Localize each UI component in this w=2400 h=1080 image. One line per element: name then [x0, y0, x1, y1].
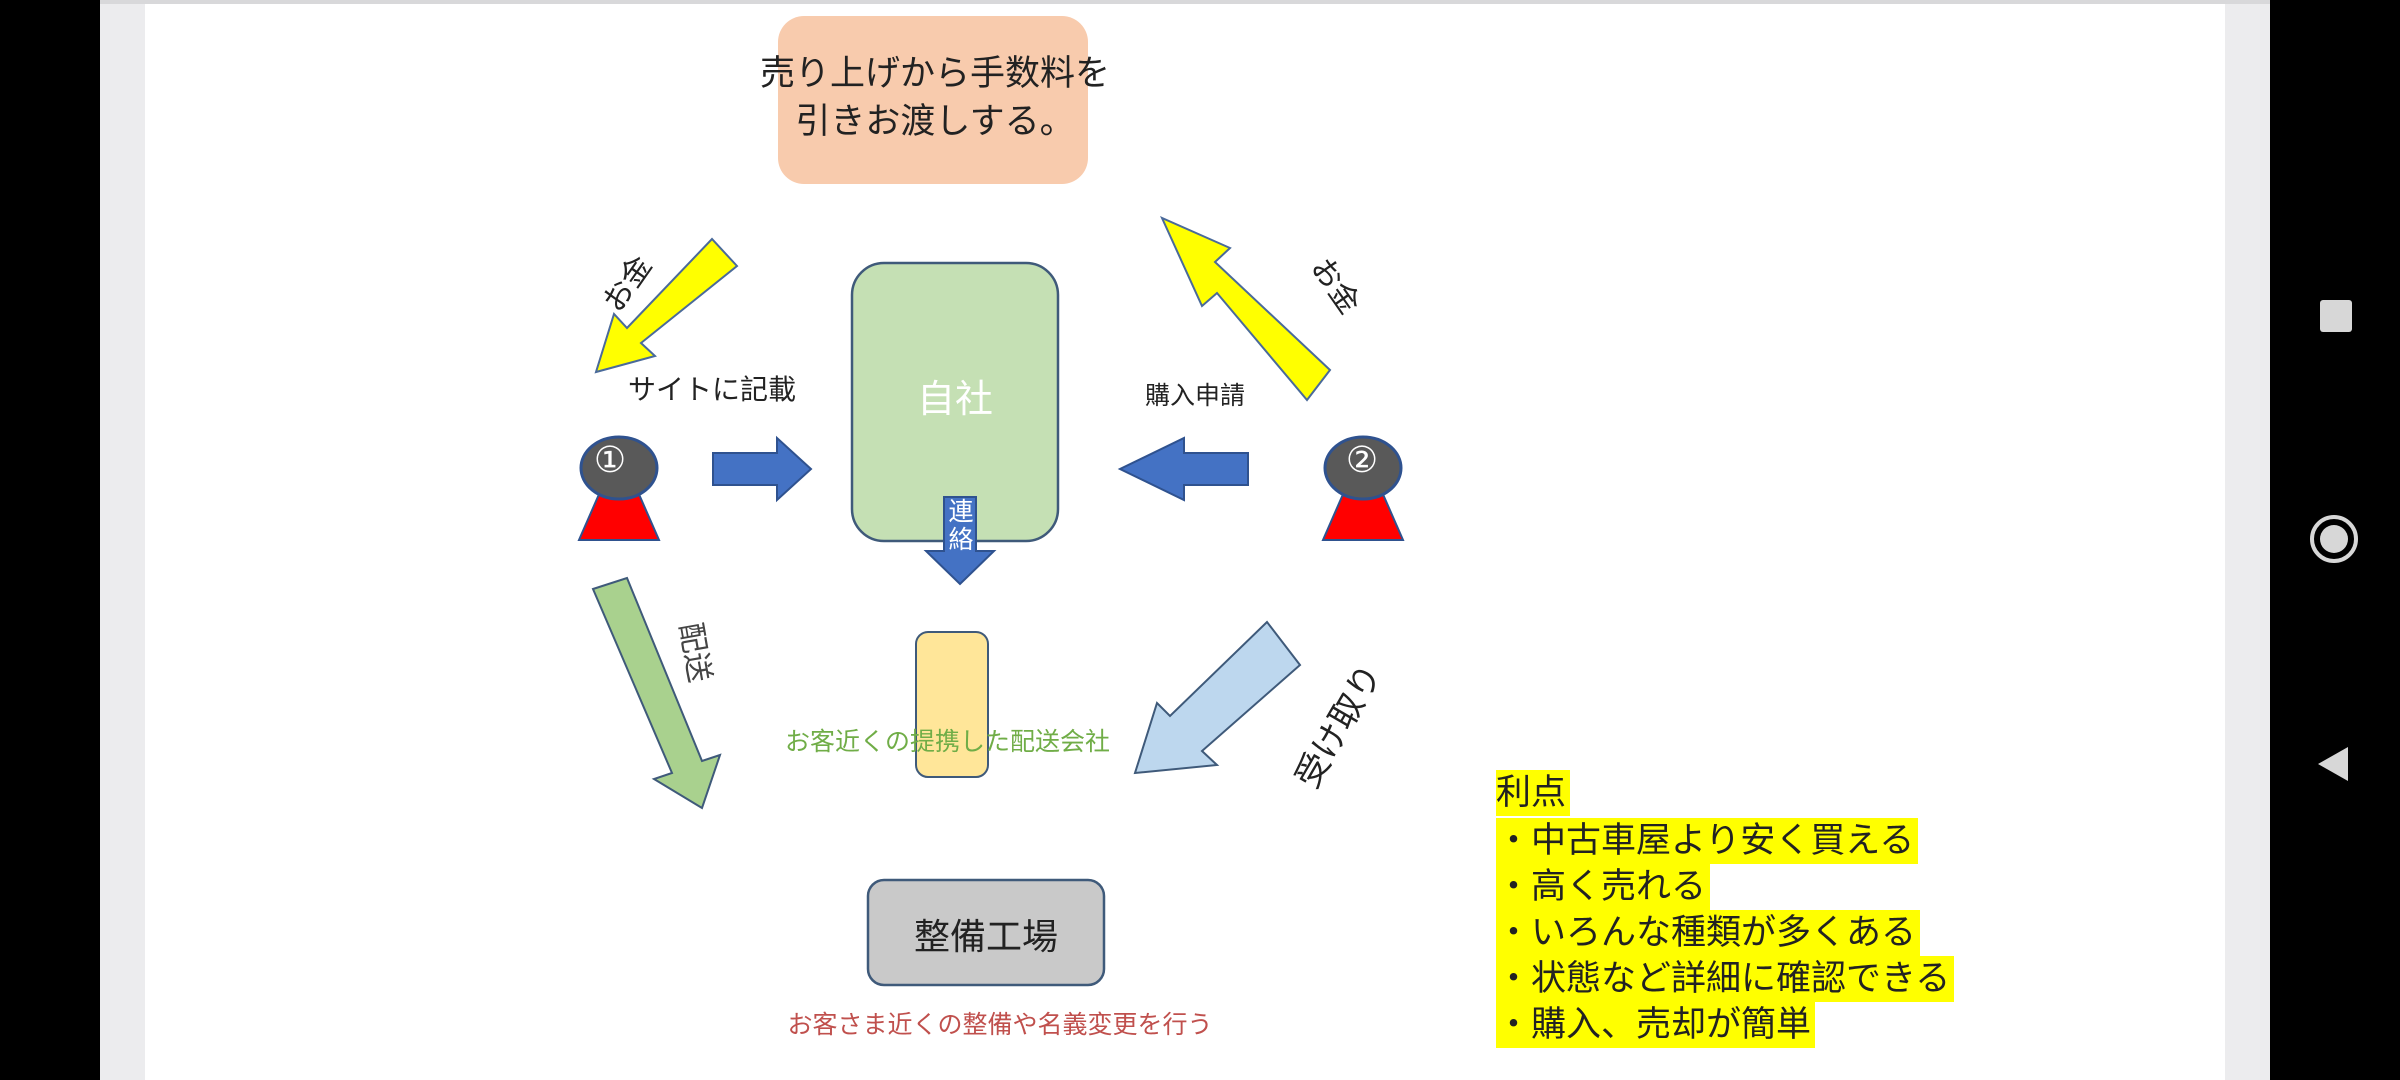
- benefits-title: 利点: [1496, 770, 1571, 816]
- buyer-number: ②: [1345, 440, 1379, 481]
- benefits-list: 利点 ・中古車屋より安く買える ・高く売れる ・いろんな種類が多くある ・状態な…: [1496, 770, 1955, 1048]
- delivery-company-box: [915, 631, 989, 778]
- money-arrow-left-shape: [594, 237, 739, 374]
- benefit-item: ・いろんな種類が多くある: [1496, 910, 1921, 956]
- delivery-arrow: [591, 576, 722, 810]
- garage-label: 整備工場: [913, 917, 1058, 958]
- buyer-head: [1323, 435, 1403, 501]
- delivery-company-label: お客近くの提携した配送会社: [785, 727, 1111, 756]
- flow-diagram: [577, 16, 1405, 987]
- fee-box-text: 売り上げから手数料を引きお渡しする。: [760, 54, 1111, 142]
- purchase-request-label: 購入申請: [1145, 381, 1246, 410]
- square-icon[interactable]: [2320, 300, 2352, 332]
- site-listing-label: サイトに記載: [628, 373, 797, 406]
- money-arrow-right-shape: [1160, 216, 1332, 402]
- benefit-item: ・購入、売却が簡単: [1496, 1002, 1816, 1048]
- company-label: 自社: [916, 377, 993, 421]
- listing-arrow: [712, 435, 813, 503]
- contact-label: 連絡: [948, 497, 974, 554]
- benefit-item: ・中古車屋より安く買える: [1496, 818, 1919, 864]
- viewer-top-border: [100, 0, 2270, 4]
- purchase-request-arrow: [1117, 436, 1249, 502]
- circle-icon[interactable]: [2310, 515, 2358, 563]
- garage-note: お客さま近くの整備や名義変更を行う: [787, 1010, 1213, 1039]
- benefit-item: ・状態など詳細に確認できる: [1496, 956, 1955, 1002]
- slide-canvas: [145, 0, 2225, 1080]
- seller-head: [579, 435, 659, 501]
- benefit-item: ・高く売れる: [1496, 864, 1711, 910]
- triangle-back-icon[interactable]: [2318, 747, 2348, 781]
- receive-arrow: [1133, 620, 1302, 775]
- seller-number: ①: [593, 440, 627, 481]
- garage-box: [866, 878, 1106, 987]
- home-dot-icon: [2320, 525, 2348, 553]
- fee-box: [778, 16, 1088, 184]
- contact-arrow: [923, 496, 997, 586]
